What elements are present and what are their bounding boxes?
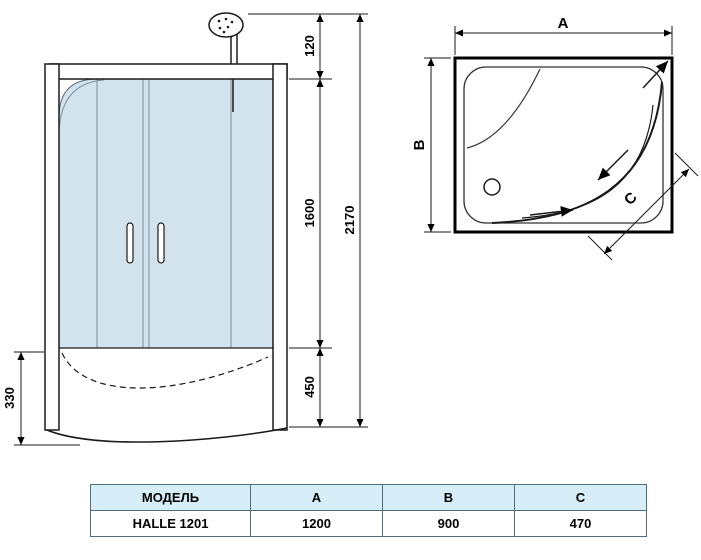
- top-frame-bar: [49, 63, 288, 80]
- spec-value-b: 900: [382, 510, 515, 537]
- front-dimensions: [14, 13, 368, 446]
- tray-inner-rim-dashed: [61, 352, 269, 389]
- dim-label-2170: 2170: [342, 206, 357, 235]
- drain-circle: [483, 178, 501, 196]
- spec-value-c: 470: [514, 510, 647, 537]
- spec-value-model: HALLE 1201: [90, 510, 251, 537]
- door-handle-left: [126, 222, 134, 264]
- dim-label-b: B: [411, 139, 428, 150]
- spec-header-b: B: [382, 484, 515, 511]
- spec-header-row: МОДЕЛЬ A B C: [90, 484, 647, 511]
- dim-line-c: [603, 168, 690, 255]
- dim-label-450: 450: [302, 376, 317, 398]
- tray-rim: [463, 66, 664, 224]
- shower-tray: [46, 347, 288, 443]
- top-view-dimensions: [424, 26, 699, 261]
- spec-table: МОДЕЛЬ A B C HALLE 1201 1200 900 470: [90, 484, 647, 537]
- tray-front-curve: [46, 427, 288, 443]
- door-direction-arrows: [529, 60, 669, 217]
- dim-label-120: 120: [302, 35, 317, 57]
- arrow-slide-right: [529, 206, 574, 217]
- spec-data-row: HALLE 1201 1200 900 470: [90, 510, 647, 537]
- left-frame-post: [44, 63, 60, 431]
- arrow-slide-up-right: [642, 60, 669, 89]
- front-view: 120 1600 450 2170 330: [2, 12, 368, 446]
- right-frame-post: [272, 63, 288, 431]
- shower-head: [208, 12, 244, 64]
- door-handle-right: [157, 222, 165, 264]
- arrow-slide-down-left: [597, 149, 629, 181]
- spec-header-c: C: [514, 484, 647, 511]
- spec-header-a: A: [250, 484, 383, 511]
- dim-label-1600: 1600: [302, 199, 317, 228]
- spec-value-a: 1200: [250, 510, 383, 537]
- glass-panel: [58, 78, 274, 349]
- seat-curve: [466, 68, 541, 149]
- curved-panel-edge: [58, 79, 105, 133]
- spec-header-model: МОДЕЛЬ: [90, 484, 251, 511]
- top-view: A B C: [411, 15, 699, 261]
- footprint-outline: [453, 56, 674, 234]
- dim-label-330: 330: [2, 387, 17, 409]
- dim-label-a: A: [558, 15, 569, 32]
